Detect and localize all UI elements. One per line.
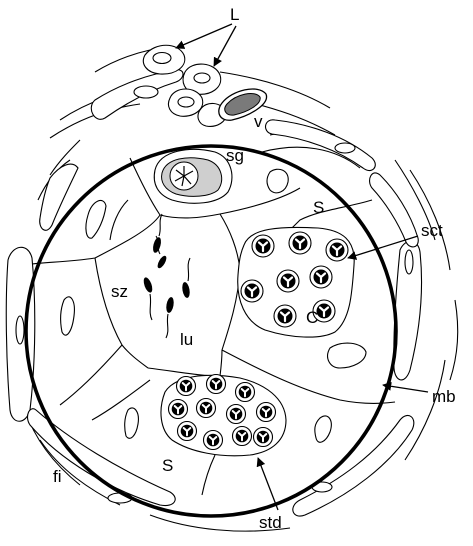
spermatid-cell xyxy=(236,383,255,402)
spermatid-cell xyxy=(169,400,188,419)
spermatogonium xyxy=(154,149,232,203)
label-spermatogonium: sg xyxy=(226,146,244,165)
label-basement-membrane: mb xyxy=(432,387,456,406)
label-sertoli-bottom: S xyxy=(162,456,173,475)
spermatocyte-cell xyxy=(241,280,263,302)
label-leydig: L xyxy=(230,5,239,24)
spermatocyte-cell xyxy=(252,235,274,257)
spermatocyte-cell xyxy=(310,266,332,288)
spermatid-cell xyxy=(207,375,226,394)
spermatocyte-cell xyxy=(274,305,296,327)
label-spermatozoa: sz xyxy=(111,282,128,301)
label-sertoli-top: S xyxy=(313,198,324,217)
spermatid-cell xyxy=(227,405,246,424)
label-spermatocyte: sct xyxy=(421,221,443,240)
spermatid-cell xyxy=(177,377,196,396)
label-spermatid: std xyxy=(259,513,282,532)
spermatid-cell xyxy=(257,403,276,422)
spermatocyte-cell xyxy=(326,239,348,261)
spermatid-cell xyxy=(254,428,273,447)
spermatid-cell xyxy=(197,399,216,418)
label-vessel: v xyxy=(254,112,263,131)
label-fibroblast: fi xyxy=(53,467,62,486)
spermatid-cell xyxy=(233,427,252,446)
spermatocyte-cell xyxy=(277,270,299,292)
label-lumen: lu xyxy=(180,330,193,349)
label-cytoplasm: C xyxy=(306,308,318,327)
spermatozoa xyxy=(142,214,191,338)
spermatid-cell xyxy=(204,431,223,450)
spermatid-cell xyxy=(178,422,197,441)
spermatocyte-cell xyxy=(289,232,311,254)
